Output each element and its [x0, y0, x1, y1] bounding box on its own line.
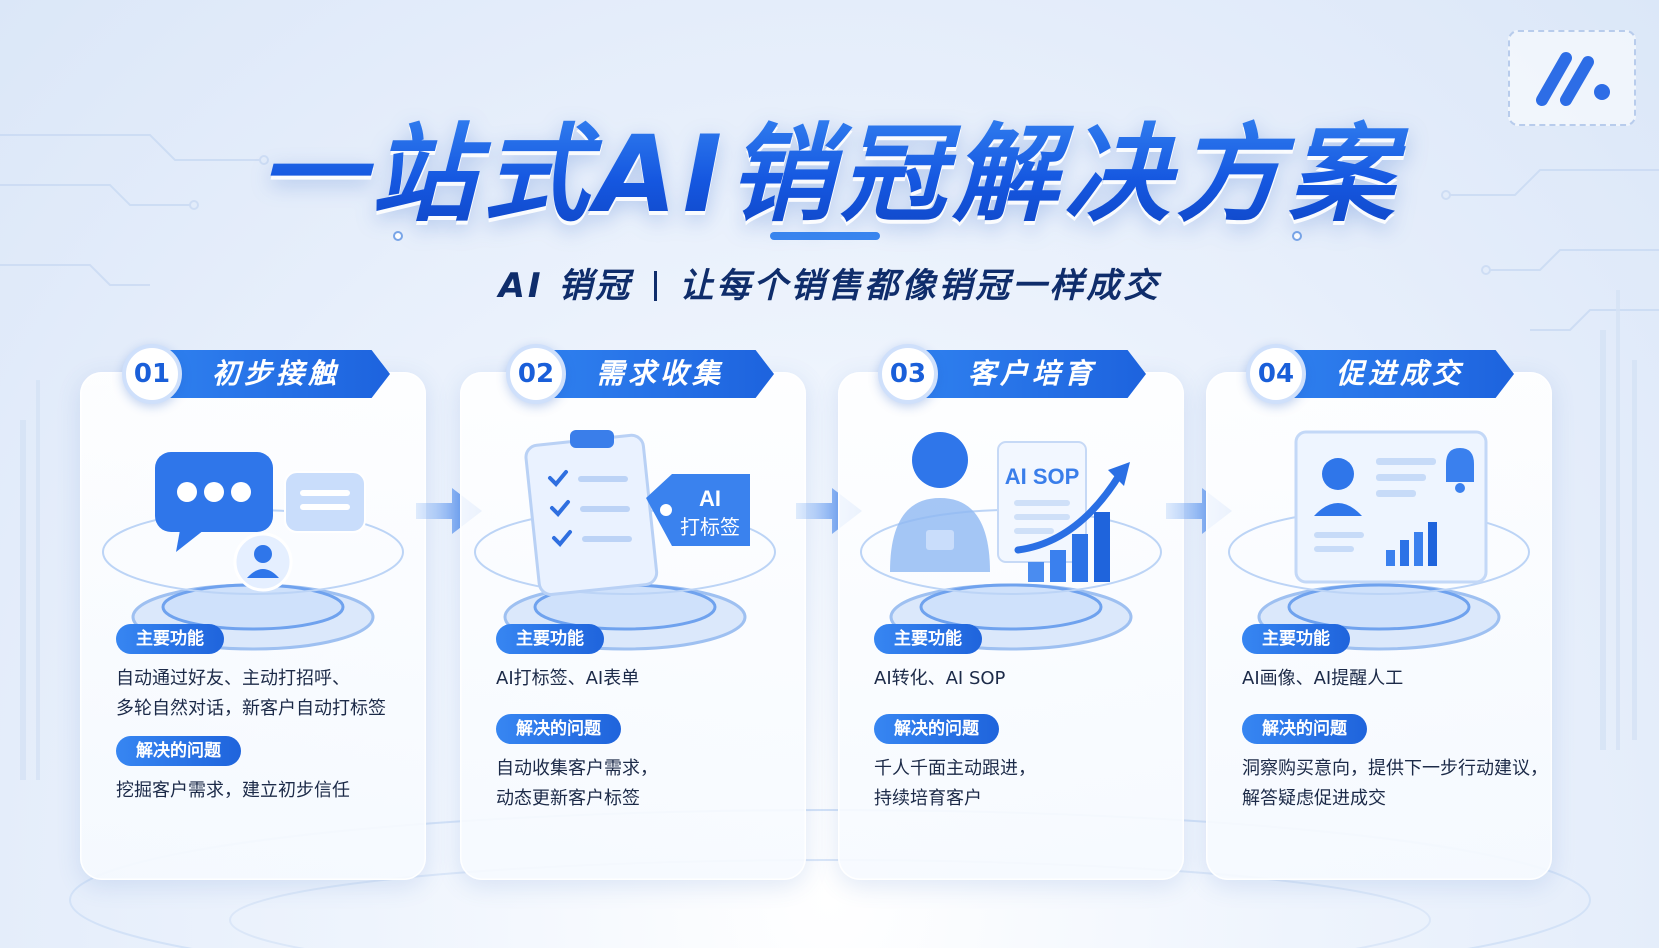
subtitle-right: 让每个销售都像销冠一样成交 [679, 266, 1161, 306]
problems-line: 千人千面主动跟进， [874, 758, 1036, 779]
features-label: 主要功能 [1242, 624, 1350, 654]
problems-label: 解决的问题 [874, 714, 999, 744]
tag-line-1: AI [699, 486, 721, 511]
problems-line: 自动收集客户需求， [496, 758, 658, 779]
brand-logo[interactable] [1508, 30, 1636, 126]
step-card-1: 主要功能 自动通过好友、主动打招呼、 多轮自然对话，新客户自动打标签 解决的问题… [80, 372, 426, 880]
subtitle-divider [654, 271, 658, 301]
doc-label: AI SOP [1005, 464, 1080, 489]
problems-text: 挖掘客户需求，建立初步信任 [116, 776, 350, 806]
features-line: 自动通过好友、主动打招呼、 [116, 668, 350, 689]
step-number: 03 [878, 344, 938, 404]
problems-text: 千人千面主动跟进， 持续培育客户 [874, 754, 1036, 814]
problems-line: 持续培育客户 [874, 788, 982, 809]
person-growth-icon: AI SOP [860, 432, 1162, 651]
features-line: AI画像、AI提醒人工 [1242, 668, 1404, 689]
page-subtitle: AI 销冠 让每个销售都像销冠一样成交 [0, 258, 1659, 307]
features-line: AI转化、AI SOP [874, 668, 1006, 689]
brand-logo-icon [1536, 52, 1610, 106]
problems-line: 洞察购买意向，提供下一步行动建议， [1242, 758, 1548, 779]
features-line: 多轮自然对话，新客户自动打标签 [116, 698, 386, 719]
subtitle-left: AI 销冠 [498, 266, 633, 306]
step-card-2: AI 打标签 主要功能 AI打标签、AI表单 解决的问题 自动收集客户需求， 动… [460, 372, 806, 880]
problems-label: 解决的问题 [1242, 714, 1367, 744]
problems-line: 解答疑虑促进成交 [1242, 788, 1386, 809]
profile-dashboard-icon [1228, 430, 1530, 651]
problems-label: 解决的问题 [116, 736, 241, 766]
step-title: 初步接触 [160, 350, 390, 398]
page-title: 一站式AI销冠解决方案 [0, 88, 1659, 242]
step-title: 客户培育 [916, 350, 1146, 398]
problems-text: 自动收集客户需求， 动态更新客户标签 [496, 754, 658, 814]
clipboard-tag-icon: AI 打标签 [474, 430, 776, 651]
problems-text: 洞察购买意向，提供下一步行动建议， 解答疑虑促进成交 [1242, 754, 1548, 814]
features-text: AI画像、AI提醒人工 [1242, 664, 1403, 694]
features-line: AI打标签、AI表单 [496, 668, 640, 689]
step-number: 02 [506, 344, 566, 404]
step-card-3: AI SOP 主要功能 AI转化、AI SOP 解决的问题 千人千面主动跟进， … [838, 372, 1184, 880]
features-label: 主要功能 [116, 624, 224, 654]
features-text: AI转化、AI SOP [874, 664, 1005, 694]
features-label: 主要功能 [874, 624, 982, 654]
chat-bubbles-icon [102, 452, 404, 651]
features-text: 自动通过好友、主动打招呼、 多轮自然对话，新客户自动打标签 [116, 664, 386, 724]
step-number: 04 [1246, 344, 1306, 404]
problems-label: 解决的问题 [496, 714, 621, 744]
features-text: AI打标签、AI表单 [496, 664, 639, 694]
problems-line: 动态更新客户标签 [496, 788, 640, 809]
step-title: 促进成交 [1284, 350, 1514, 398]
features-label: 主要功能 [496, 624, 604, 654]
step-title: 需求收集 [544, 350, 774, 398]
step-number: 01 [122, 344, 182, 404]
tag-line-2: 打标签 [680, 515, 740, 539]
problems-line: 挖掘客户需求，建立初步信任 [116, 780, 350, 801]
step-card-4: 主要功能 AI画像、AI提醒人工 解决的问题 洞察购买意向，提供下一步行动建议，… [1206, 372, 1552, 880]
